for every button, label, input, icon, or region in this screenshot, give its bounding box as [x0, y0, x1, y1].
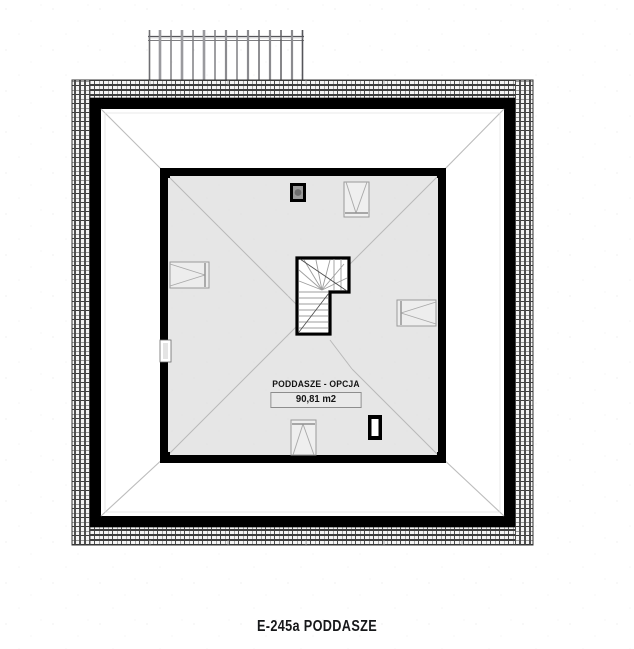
roof-hip-lines: [100, 108, 505, 517]
staircase: [295, 256, 351, 336]
room-area: 90,81 m2: [270, 392, 362, 408]
roof-window-bottom: [290, 419, 317, 456]
room-label: PODDASZE - OPCJA 90,81 m2: [236, 379, 396, 408]
stair-direction-lines: [298, 258, 348, 333]
masonry-hatch-border: [71, 79, 534, 546]
roof-window-left: [169, 261, 210, 289]
chimney-bottom: [368, 415, 382, 440]
stair-treads-straight: [299, 291, 328, 329]
room-name: PODDASZE - OPCJA: [272, 379, 360, 390]
balcony-railing: [148, 30, 304, 84]
chimney-top: [290, 183, 306, 202]
stair-treads-winder: [298, 259, 348, 291]
roof-window-top: [343, 181, 370, 218]
hip-corner-marker: [163, 171, 444, 459]
drawing-caption: E-245a PODDASZE: [256, 618, 378, 635]
roof-window-right: [396, 299, 437, 327]
wall-niche-left: [159, 339, 172, 363]
